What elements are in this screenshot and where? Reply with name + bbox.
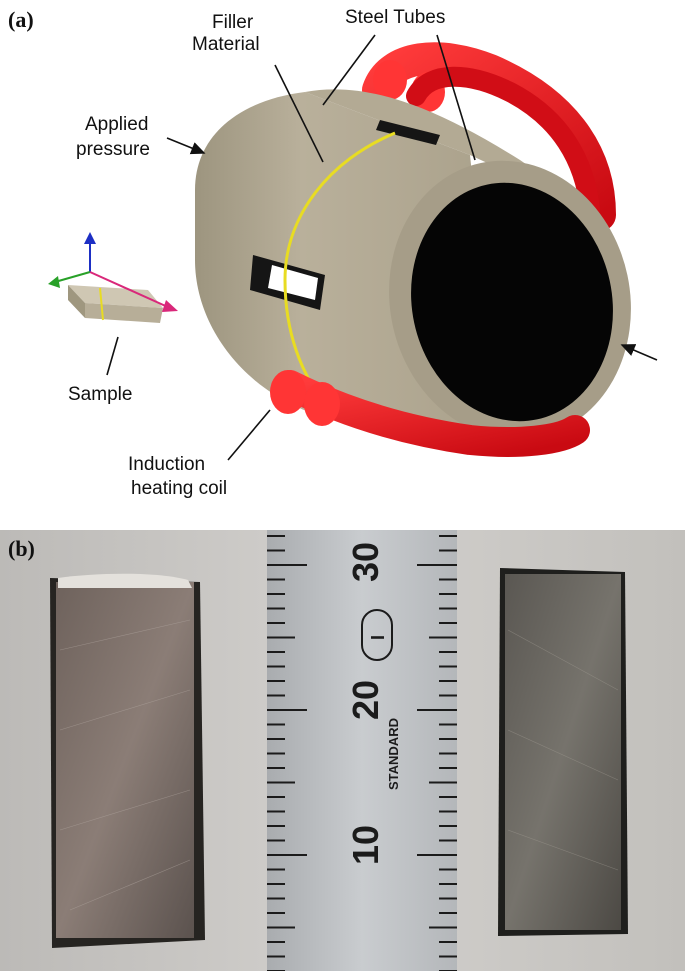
- filler-label-line1: Filler: [212, 12, 254, 33]
- ruler-brand: STANDARD: [386, 718, 401, 790]
- schematic-panel: (a): [8, 7, 658, 499]
- applied-pressure-label-line2: pressure: [76, 139, 150, 160]
- x-axis-arrow: [89, 271, 171, 309]
- panel-label-b: (b): [8, 536, 35, 561]
- induction-coil-bottom: [270, 370, 590, 457]
- steel-tubes-label: Steel Tubes: [345, 7, 445, 28]
- filler-leader-line: [274, 64, 324, 163]
- panel-label-a: (a): [8, 7, 34, 32]
- ruler-logo-icon: [361, 609, 393, 661]
- ruler-number-20: 20: [345, 680, 386, 720]
- coil-label-line1: Induction: [128, 454, 205, 475]
- filler-label-line2: Material: [192, 34, 260, 55]
- applied-pressure-arrow-left: [166, 137, 206, 155]
- filler-material-ring: [283, 131, 396, 411]
- coil-label-line2: heating coil: [131, 478, 227, 499]
- ruler-logo-letter: I: [368, 635, 388, 640]
- schematic-drawing: (a): [8, 7, 658, 499]
- applied-pressure-arrow-right: [620, 344, 658, 361]
- applied-pressure-label-line1: Applied: [85, 114, 148, 135]
- sample-label: Sample: [68, 384, 132, 405]
- steel-tubes-leader-line-2: [436, 34, 476, 161]
- ruler: 10 20 30 STANDARD I: [267, 530, 457, 971]
- ruler-number-10: 10: [345, 825, 386, 865]
- photo-panel: (b) 10 20 30 STANDARD I: [0, 530, 685, 971]
- y-axis-arrow: [54, 271, 91, 283]
- steel-tubes-leader-line-1: [322, 34, 376, 106]
- specimen-left: [50, 573, 205, 948]
- steel-tubes: [195, 89, 631, 445]
- sample-photograph: (b) 10 20 30 STANDARD I: [0, 530, 685, 971]
- coil-leader-line: [227, 409, 271, 461]
- induction-coil-top: [362, 42, 616, 231]
- specimen-right: [498, 568, 628, 936]
- sample-specimen: [48, 232, 178, 323]
- ruler-number-30: 30: [345, 542, 386, 582]
- sample-leader-line: [106, 336, 119, 376]
